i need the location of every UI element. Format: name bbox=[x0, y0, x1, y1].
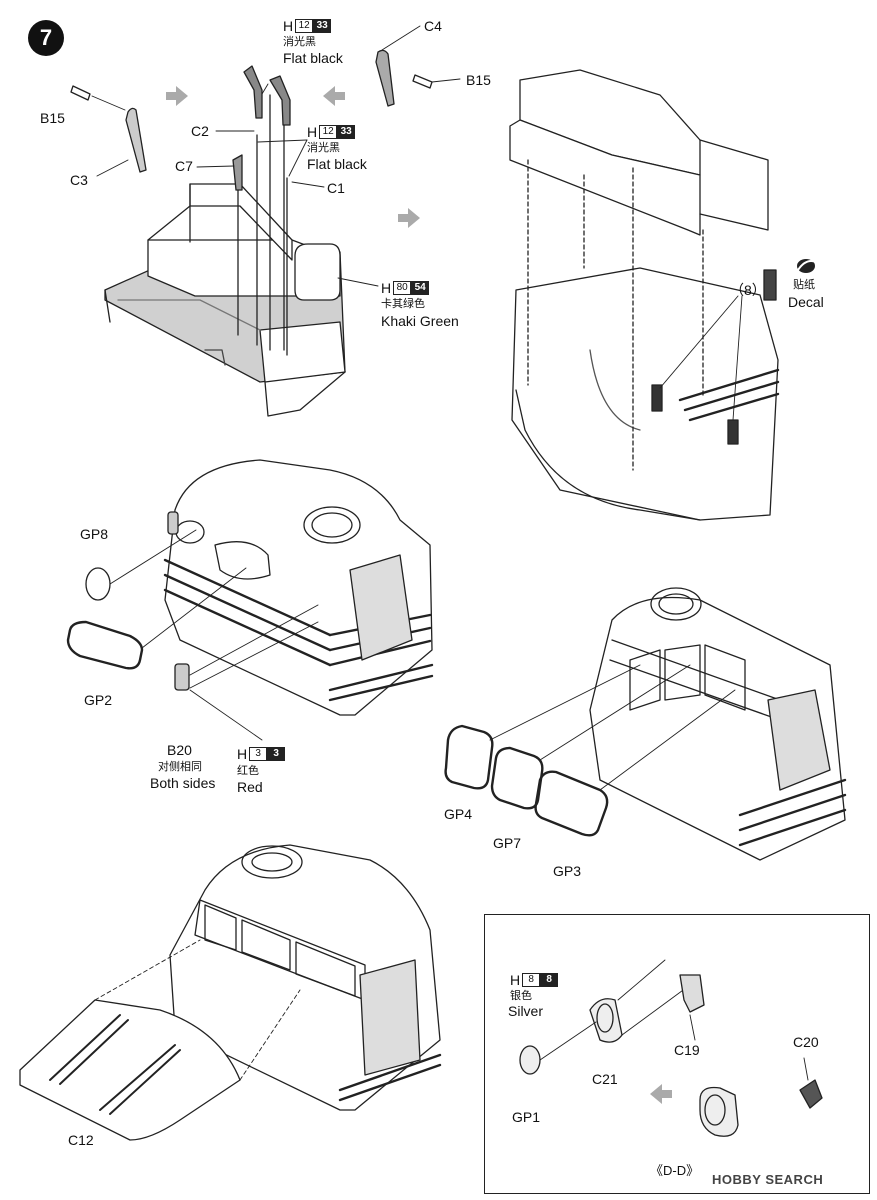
paint-name-en-khaki: Khaki Green bbox=[381, 313, 459, 329]
paint-prefix: H bbox=[237, 746, 248, 762]
decal-count: （8） bbox=[730, 282, 766, 298]
paint-name-cn-khaki: 卡其绿色 bbox=[381, 298, 425, 310]
paint-name-cn-flat-black-2: 消光黑 bbox=[307, 142, 340, 154]
paint-code-red: H 3 3 bbox=[237, 746, 286, 762]
part-label-c20: C20 bbox=[793, 1034, 819, 1050]
part-label-b15-left: B15 bbox=[40, 110, 65, 126]
paint-name-en-flat-black-2: Flat black bbox=[307, 156, 367, 172]
part-label-b15-right: B15 bbox=[466, 72, 491, 88]
paint-number-mr: 8 bbox=[540, 973, 559, 987]
paint-number-hobby: 80 bbox=[393, 281, 412, 295]
part-label-c4: C4 bbox=[424, 18, 442, 34]
decal-label-cn: 贴纸 bbox=[793, 279, 815, 291]
cab-body-right bbox=[589, 587, 847, 861]
leaders-top bbox=[91, 25, 461, 287]
part-label-gp3: GP3 bbox=[553, 863, 582, 879]
glass-parts-left bbox=[66, 567, 144, 670]
paint-number-mr: 33 bbox=[337, 125, 356, 139]
cab-frame bbox=[509, 69, 780, 521]
cab-body-bottom bbox=[169, 844, 442, 1111]
seat-assembly bbox=[104, 183, 346, 417]
part-label-gp8: GP8 bbox=[80, 526, 109, 542]
paint-prefix: H bbox=[307, 124, 318, 140]
paint-prefix: H bbox=[283, 18, 294, 34]
paint-number-hobby: 12 bbox=[319, 125, 338, 139]
paint-code-flat-black-2: H 12 33 bbox=[307, 124, 356, 140]
lever-parts bbox=[70, 49, 433, 356]
paint-number-hobby: 3 bbox=[249, 747, 268, 761]
step-number-badge: 7 bbox=[28, 20, 64, 56]
paint-code-silver: H 8 8 bbox=[510, 972, 559, 988]
paint-number-hobby: 12 bbox=[295, 19, 314, 33]
paint-name-cn-silver: 银色 bbox=[510, 990, 532, 1002]
part-label-gp7: GP7 bbox=[493, 835, 522, 851]
paint-name-cn-red: 红色 bbox=[237, 765, 259, 777]
part-label-b20: B20 bbox=[167, 742, 192, 758]
flow-arrows bbox=[166, 86, 672, 1104]
paint-name-en-silver: Silver bbox=[508, 1003, 544, 1019]
leaders-middle-left bbox=[109, 529, 319, 741]
part-label-c12: C12 bbox=[68, 1132, 94, 1148]
note-both-sides-cn: 对侧相同 bbox=[158, 761, 202, 773]
section-view-label: 《D-D》 bbox=[650, 1163, 700, 1178]
part-label-c2: C2 bbox=[191, 123, 209, 139]
note-both-sides-en: Both sides bbox=[150, 775, 216, 791]
paint-code-flat-black-1: H 12 33 bbox=[283, 18, 332, 34]
paint-name-en-flat-black-1: Flat black bbox=[283, 50, 343, 66]
decal-icon bbox=[797, 259, 817, 273]
paint-name-en-red: Red bbox=[237, 779, 263, 795]
cab-body-left bbox=[163, 459, 434, 716]
watermark: HOBBY SEARCH bbox=[712, 1172, 824, 1187]
part-label-c3: C3 bbox=[70, 172, 88, 188]
part-label-c7: C7 bbox=[175, 158, 193, 174]
paint-number-mr: 3 bbox=[267, 747, 286, 761]
leaders-middle-right bbox=[489, 664, 736, 791]
glass-parts-right bbox=[444, 724, 609, 837]
detail-inset-d-d bbox=[484, 914, 870, 1194]
paint-prefix: H bbox=[381, 280, 392, 296]
part-label-gp2: GP2 bbox=[84, 692, 113, 708]
paint-prefix: H bbox=[510, 972, 521, 988]
headlight-parts bbox=[519, 959, 823, 1137]
paint-number-mr: 33 bbox=[313, 19, 332, 33]
hood-part bbox=[19, 939, 301, 1141]
part-label-c1: C1 bbox=[327, 180, 345, 196]
paint-code-khaki: H 80 54 bbox=[381, 280, 430, 296]
part-label-gp1: GP1 bbox=[512, 1109, 541, 1125]
part-label-c19: C19 bbox=[674, 1042, 700, 1058]
part-label-gp4: GP4 bbox=[444, 806, 473, 822]
paint-number-mr: 54 bbox=[411, 281, 430, 295]
part-label-c21: C21 bbox=[592, 1071, 618, 1087]
paint-name-cn-flat-black-1: 消光黑 bbox=[283, 36, 316, 48]
paint-number-hobby: 8 bbox=[522, 973, 541, 987]
decal-label-en: Decal bbox=[788, 294, 824, 310]
